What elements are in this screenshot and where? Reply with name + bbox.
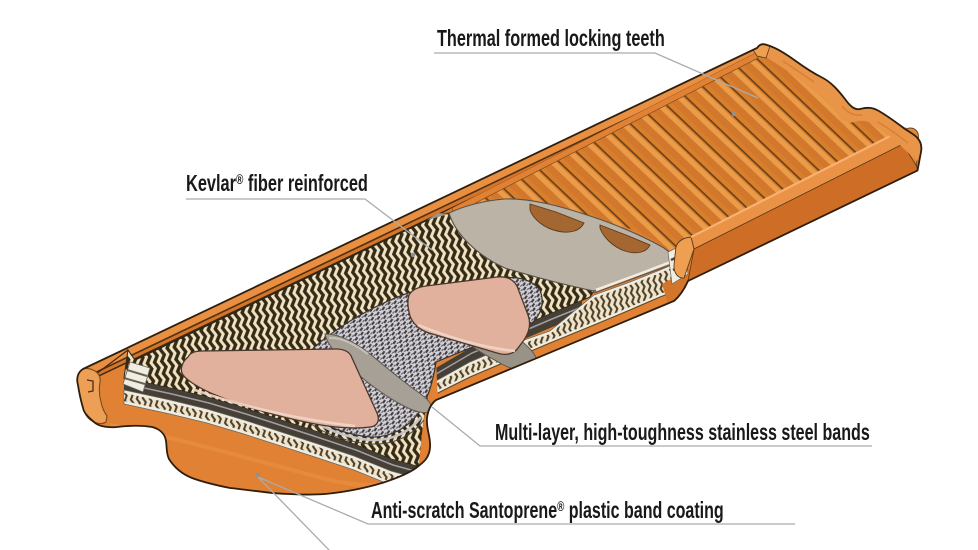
svg-text:Thermal formed locking teeth: Thermal formed locking teeth (437, 26, 665, 51)
svg-text:Kevlar® fiber reinforced: Kevlar® fiber reinforced (186, 171, 368, 196)
svg-text:Multi-layer, high-toughness st: Multi-layer, high-toughness stainless st… (495, 420, 870, 446)
svg-text:Anti-scratch Santoprene® plast: Anti-scratch Santoprene® plastic band co… (371, 498, 724, 524)
